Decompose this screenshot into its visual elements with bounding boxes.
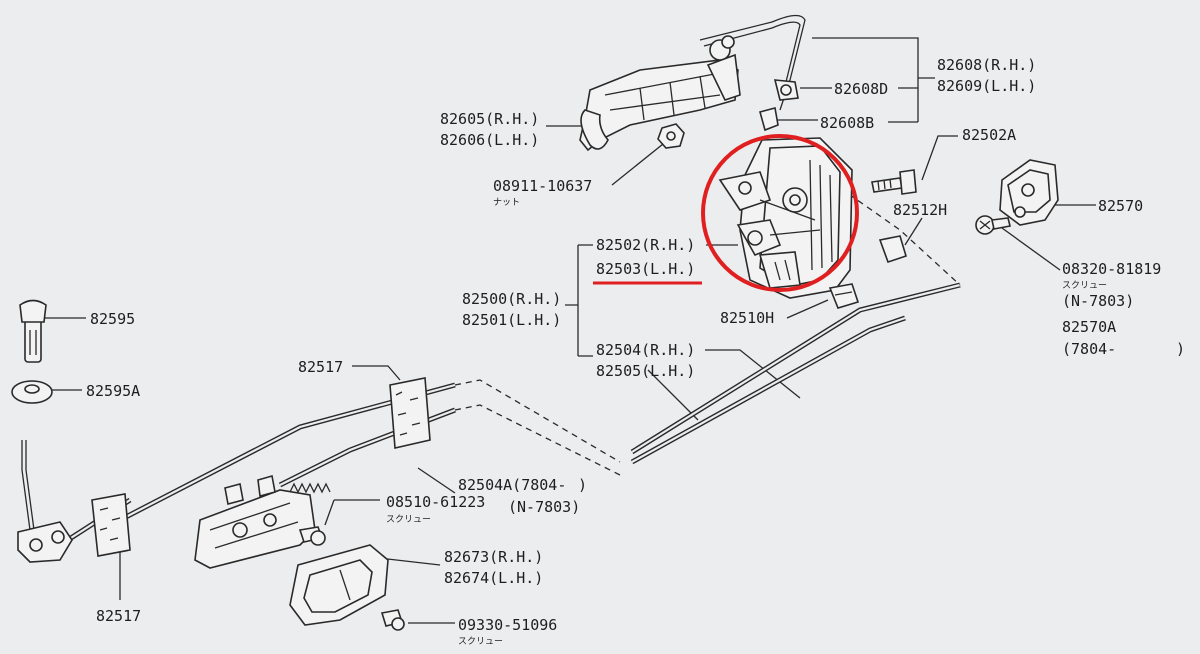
label-82595a: 82595A	[86, 382, 140, 400]
outside-handle-82605	[579, 35, 741, 152]
screw-09330	[380, 609, 405, 631]
label-82606-lh: 82606(L.H.)	[440, 131, 539, 149]
rod-spring	[289, 482, 331, 494]
highlight-circle	[701, 134, 859, 292]
inside-handle-base	[194, 474, 316, 569]
label-screw-jp-2: スクリュー	[386, 514, 431, 525]
label-82595: 82595	[90, 310, 135, 328]
label-82505-lh: 82505(L.H.)	[596, 362, 695, 380]
label-82504-rh: 82504(R.H.)	[596, 341, 695, 359]
label-82570: 82570	[1098, 197, 1143, 215]
clip-82608B	[759, 107, 779, 132]
label-82504a: 82504A(7804-	[458, 476, 566, 494]
label-82512h: 82512H	[893, 201, 947, 219]
label-82517-top: 82517	[298, 358, 343, 376]
label-screw-jp-3: スクリュー	[458, 636, 503, 647]
label-08320: 08320-81819	[1062, 260, 1161, 278]
label-82500-rh: 82500(R.H.)	[462, 290, 561, 308]
lock-knob-82595	[19, 299, 47, 363]
door-lock-82502	[718, 137, 853, 299]
nut-08911	[657, 123, 685, 149]
label-82570a-serial: (7804-	[1062, 340, 1116, 358]
clip-82512H	[878, 235, 907, 264]
label-82570a: 82570A	[1062, 318, 1116, 336]
part-labels: 82608(R.H.) 82609(L.H.) 82608D 82608B 82…	[86, 56, 1185, 647]
label-82608-rh: 82608(R.H.)	[937, 56, 1036, 74]
label-82503-lh: 82503(L.H.)	[596, 260, 695, 278]
label-82504a-close: )	[578, 476, 587, 494]
label-82608b: 82608B	[820, 114, 874, 132]
label-08510: 08510-61223	[386, 493, 485, 511]
screw-82502A	[871, 169, 917, 195]
clip-82608D	[773, 79, 799, 101]
label-82502a: 82502A	[962, 126, 1016, 144]
label-82674-lh: 82674(L.H.)	[444, 569, 543, 587]
label-82673-rh: 82673(R.H.)	[444, 548, 543, 566]
screw-08320	[975, 215, 1011, 235]
label-08320-serial: (N-7803)	[1062, 292, 1134, 310]
striker-82570	[999, 159, 1059, 226]
label-82608d: 82608D	[834, 80, 888, 98]
rods	[58, 282, 961, 548]
screw-08510	[298, 526, 326, 546]
label-82570a-serial-close: )	[1176, 340, 1185, 358]
label-82609-lh: 82609(L.H.)	[937, 77, 1036, 95]
label-09330: 09330-51096	[458, 616, 557, 634]
knob-bezel-82595A	[11, 380, 53, 404]
label-08911: 08911-10637	[493, 177, 592, 195]
handle-bezel-82673	[289, 544, 389, 626]
label-82502-rh: 82502(R.H.)	[596, 236, 695, 254]
cushion-82517-top	[389, 377, 431, 449]
link-rod	[699, 14, 806, 111]
label-82501-lh: 82501(L.H.)	[462, 311, 561, 329]
clip-82510H	[828, 283, 860, 309]
cushion-82517-bottom	[91, 493, 131, 557]
label-08510-serial: (N-7803)	[508, 498, 580, 516]
label-82510h: 82510H	[720, 309, 774, 327]
label-nut-jp: ナット	[493, 197, 520, 208]
label-screw-jp-1: スクリュー	[1062, 280, 1107, 291]
label-82517-bottom: 82517	[96, 607, 141, 625]
label-82605-rh: 82605(R.H.)	[440, 110, 539, 128]
lock-rod-lever	[17, 440, 73, 563]
